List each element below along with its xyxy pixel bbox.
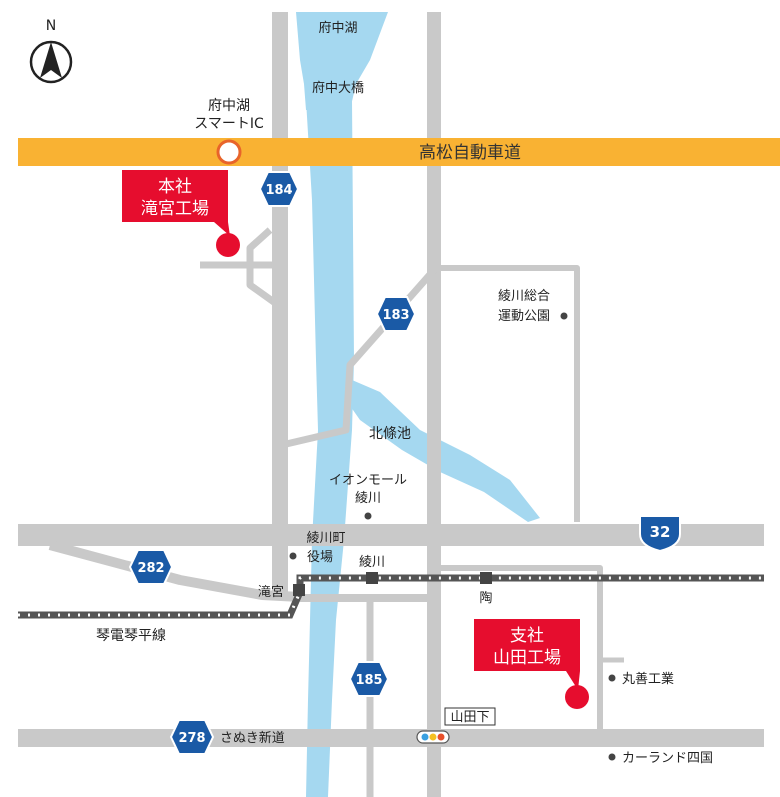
intersection-label: 山田下 bbox=[450, 710, 489, 725]
maruzen-label: 丸善工業 bbox=[622, 671, 674, 687]
carland-dot-icon bbox=[608, 753, 616, 761]
station-ayagawa-label: 綾川 bbox=[359, 554, 385, 570]
route-185-label: 185 bbox=[355, 673, 382, 688]
river-lake-part bbox=[296, 12, 388, 110]
railway-ties bbox=[18, 576, 764, 617]
route-shield-32: 32 bbox=[639, 515, 681, 553]
road-183 bbox=[281, 267, 437, 449]
north-pond bbox=[346, 380, 540, 522]
route-183-label: 183 bbox=[382, 308, 409, 323]
hq-label-1: 本社 bbox=[158, 177, 192, 197]
route-282-icon bbox=[128, 549, 174, 585]
compass-label: N bbox=[46, 18, 56, 34]
sanuki-shindo-label: さぬき新道 bbox=[220, 730, 285, 746]
aeon-dot-icon bbox=[364, 512, 372, 520]
lake-label: 府中湖 bbox=[318, 21, 357, 36]
station-sue-icon bbox=[480, 572, 492, 584]
river-main-channel bbox=[306, 100, 354, 797]
route-shield-184: 184 bbox=[258, 171, 300, 207]
branch-location-marker bbox=[565, 685, 589, 709]
carland-label: カーランド四国 bbox=[622, 751, 713, 766]
route-shield-183: 183 bbox=[375, 296, 417, 332]
railway: 滝宮 綾川 陶 琴電琴平線 bbox=[18, 554, 764, 644]
route-185-icon bbox=[348, 661, 390, 697]
compass: N bbox=[29, 18, 73, 84]
place-town-office: 綾川町 役場 bbox=[289, 530, 346, 565]
town-office-dot-icon bbox=[289, 552, 297, 560]
interchange-label-1: 府中湖 bbox=[208, 98, 250, 114]
road-yamada bbox=[440, 565, 603, 730]
station-takinomiya-label: 滝宮 bbox=[258, 584, 284, 600]
route-shield-278: 278 bbox=[169, 719, 215, 755]
park-dot-icon bbox=[560, 312, 568, 320]
traffic-light-red bbox=[437, 733, 445, 741]
expressway-label: 高松自動車道 bbox=[419, 143, 521, 163]
hq-location-marker bbox=[216, 233, 240, 257]
hq-label-2: 滝宮工場 bbox=[141, 199, 209, 219]
route-32-icon bbox=[639, 515, 681, 553]
interchange: 府中湖 スマートIC bbox=[194, 98, 264, 165]
park-label-1: 綾川総合 bbox=[498, 288, 550, 304]
interchange-icon bbox=[216, 139, 242, 165]
railway-label: 琴電琴平線 bbox=[96, 628, 166, 644]
route-32-label: 32 bbox=[650, 523, 671, 541]
road-hq-curve bbox=[246, 227, 281, 308]
expressway-band bbox=[18, 138, 780, 166]
place-aeon: イオンモール 綾川 bbox=[329, 473, 407, 520]
route-184-label: 184 bbox=[265, 183, 292, 198]
traffic-light-yellow bbox=[429, 733, 437, 741]
traffic-light-blue bbox=[421, 733, 429, 741]
aeon-label-2: 綾川 bbox=[355, 490, 381, 506]
branch-label-1: 支社 bbox=[510, 626, 544, 646]
route-shield-282: 282 bbox=[128, 549, 174, 585]
maruzen-dot-icon bbox=[608, 674, 616, 682]
place-maruzen: 丸善工業 bbox=[608, 671, 674, 687]
aeon-label-1: イオンモール bbox=[329, 473, 407, 488]
intersection-label-box bbox=[444, 707, 496, 726]
route-278-label: 278 bbox=[178, 731, 205, 746]
station-sue-label: 陶 bbox=[479, 590, 492, 606]
route-282-label: 282 bbox=[137, 561, 164, 576]
route-183-icon bbox=[375, 296, 417, 332]
hq-callout: 本社 滝宮工場 bbox=[122, 170, 240, 257]
north-arrow-head bbox=[40, 42, 62, 78]
place-park: 綾川総合 運動公園 bbox=[498, 288, 568, 324]
branch-callout: 支社 山田工場 bbox=[474, 619, 589, 709]
bridge-label: 府中大橋 bbox=[312, 81, 364, 96]
interchange-label-2: スマートIC bbox=[194, 116, 264, 132]
river bbox=[296, 12, 540, 797]
station-ayagawa-icon bbox=[366, 572, 378, 584]
branch-callout-box bbox=[474, 619, 580, 690]
place-carland: カーランド四国 bbox=[608, 751, 713, 766]
route-278-icon bbox=[169, 719, 215, 755]
town-office-label-1: 綾川町 bbox=[306, 530, 345, 546]
pond-label: 北條池 bbox=[369, 426, 411, 442]
town-office-label-2: 役場 bbox=[307, 550, 333, 565]
road-282 bbox=[48, 540, 301, 602]
expressway: 高松自動車道 bbox=[18, 138, 780, 166]
intersection-yamadashita: 山田下 bbox=[416, 707, 496, 744]
road-park-loop bbox=[440, 265, 580, 522]
route-shield-185: 185 bbox=[348, 661, 390, 697]
branch-label-2: 山田工場 bbox=[493, 648, 561, 668]
route-184-icon bbox=[258, 171, 300, 207]
hq-callout-box bbox=[122, 170, 230, 236]
station-takinomiya-icon bbox=[293, 584, 305, 596]
park-label-2: 運動公園 bbox=[498, 309, 550, 324]
